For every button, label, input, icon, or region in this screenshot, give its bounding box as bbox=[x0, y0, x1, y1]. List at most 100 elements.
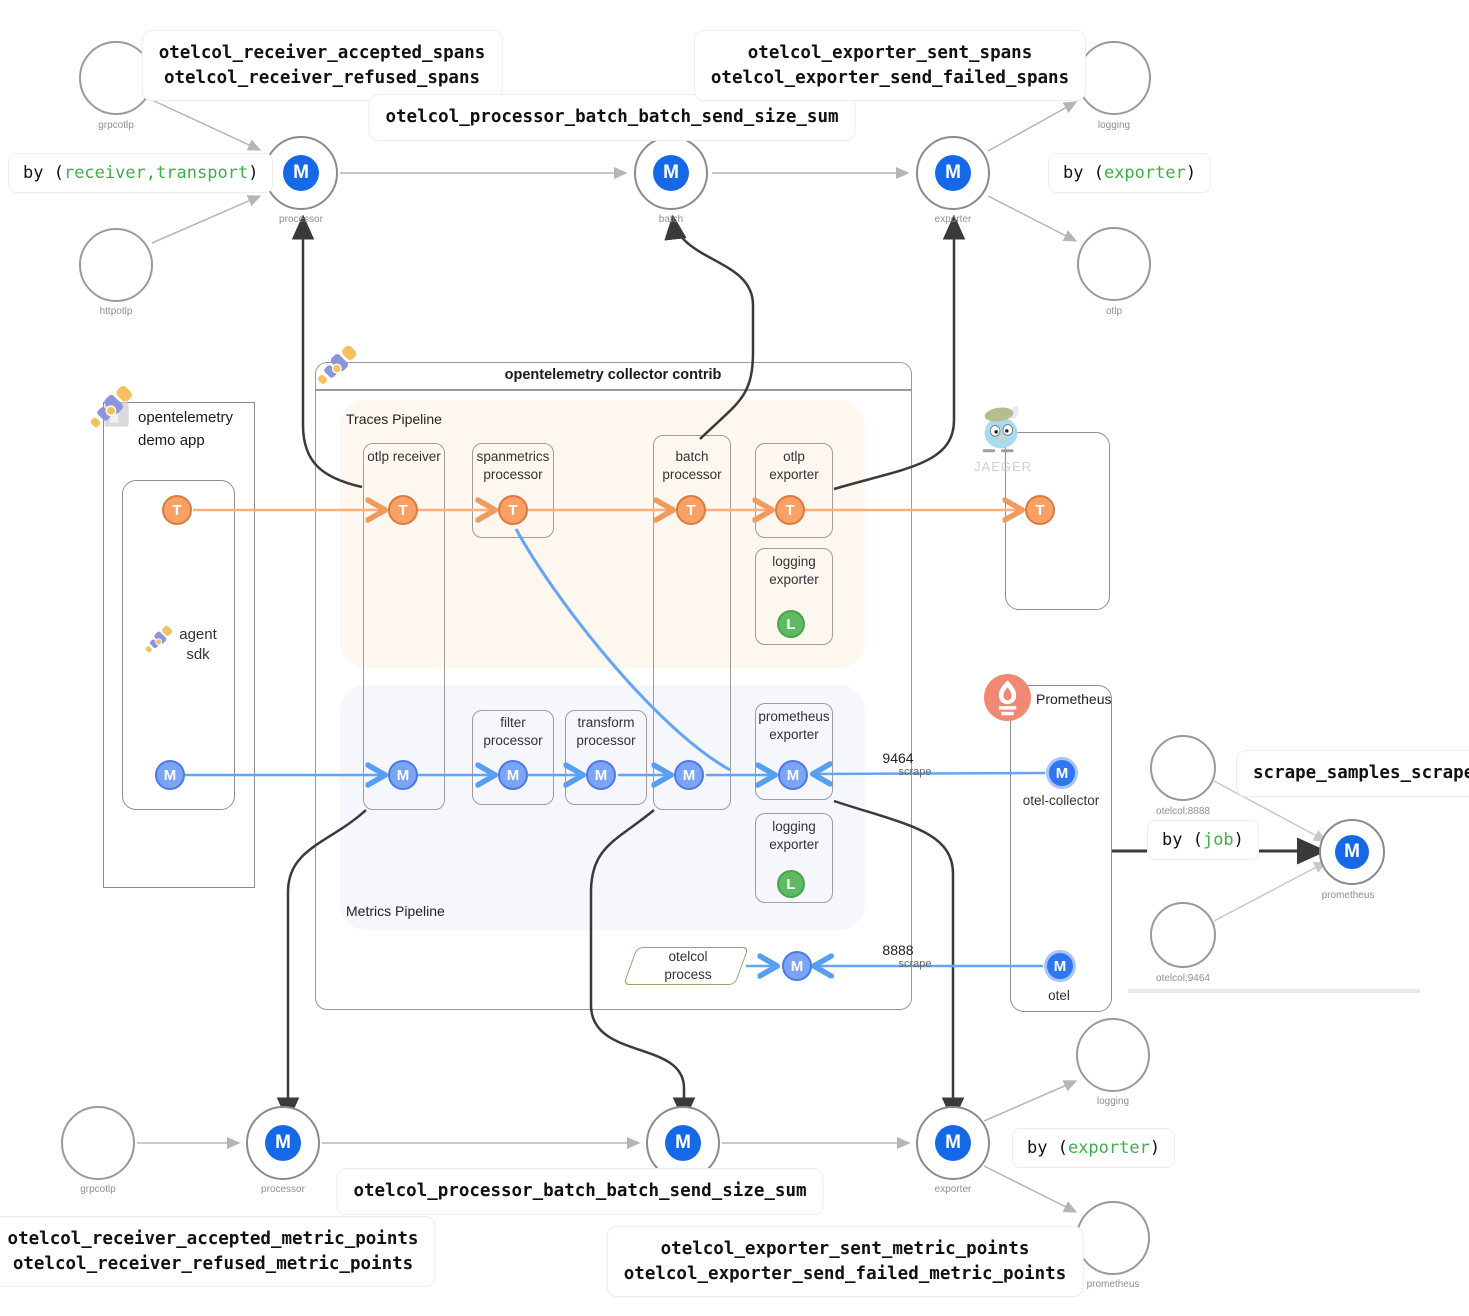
batch-metric-node-top: M bbox=[634, 136, 708, 210]
prometheus-exporter-metric-node: M bbox=[778, 760, 808, 790]
otlp-receiver-label: otlp receiver bbox=[367, 449, 441, 464]
metric-badge-icon: M bbox=[935, 1125, 971, 1161]
receiver-spans-metric-label: otelcol_receiver_accepted_spans otelcol_… bbox=[141, 30, 503, 101]
httpotlp-label: httpotlp bbox=[99, 306, 133, 317]
prometheus-node-label-right: prometheus bbox=[1321, 890, 1375, 901]
otlp-exporter-label: otlp exporter bbox=[769, 449, 819, 482]
prometheus-logo-icon bbox=[984, 674, 1031, 721]
exporter-label-bottom: exporter bbox=[934, 1184, 972, 1195]
demo-app-title: opentelemetry demo app bbox=[138, 409, 234, 449]
prometheus-box-title: Prometheus bbox=[1036, 691, 1112, 707]
demo-app-box bbox=[103, 402, 255, 888]
processor-points-metric-label: otelcol_processor_batch_batch_send_size_… bbox=[336, 1168, 824, 1215]
collector-contrib-title: opentelemetry collector contrib bbox=[504, 367, 722, 383]
otlp-label-top: otlp bbox=[1105, 306, 1123, 317]
otlp-exporter-trace-node: T bbox=[775, 495, 805, 525]
logging-circle-top bbox=[1077, 41, 1151, 115]
otel-collector-scrape-node: M bbox=[1046, 757, 1078, 789]
right-separator-line bbox=[1128, 989, 1420, 993]
demo-metric-node: M bbox=[155, 760, 185, 790]
otelcol-process-metric-node: M bbox=[782, 951, 812, 981]
grpcotlp-label-bottom: grpcotlp bbox=[80, 1184, 116, 1195]
logging-circle-bottom bbox=[1076, 1018, 1150, 1092]
spanmetrics-processor-label: spanmetrics processor bbox=[476, 449, 550, 482]
metric-badge-icon: M bbox=[283, 155, 319, 191]
exporter-points-metric-label: otelcol_exporter_sent_metric_points otel… bbox=[606, 1226, 1084, 1297]
jaeger-trace-node: T bbox=[1025, 495, 1055, 525]
otelcol-process-label: otelcol process bbox=[664, 949, 712, 982]
collector-title-divider bbox=[316, 389, 911, 391]
otlp-circle-top bbox=[1077, 227, 1151, 301]
exporter-metric-node-bottom: M bbox=[916, 1106, 990, 1180]
exporter-metric-node-top: M bbox=[916, 136, 990, 210]
port-8888-label: 8888 bbox=[882, 942, 914, 958]
spanmetrics-trace-node: T bbox=[498, 495, 528, 525]
filter-processor-box bbox=[472, 710, 554, 805]
otelcol-8888-label: otelcol:8888 bbox=[1156, 806, 1210, 817]
otlp-exporter-box bbox=[755, 443, 833, 538]
logging-label-bottom: logging bbox=[1096, 1096, 1130, 1107]
otel-label: otel bbox=[1048, 988, 1070, 1003]
grpcotlp-label-top: grpcotlp bbox=[98, 120, 134, 131]
otlp-receiver-trace-node: T bbox=[388, 495, 418, 525]
metric-badge-icon: M bbox=[1335, 835, 1369, 869]
logging-exporter-traces-log-node: L bbox=[777, 610, 805, 638]
logging-exporter-metrics-label: logging exporter bbox=[769, 819, 819, 852]
agent-sdk-box bbox=[122, 480, 235, 810]
logging-label-top: logging bbox=[1097, 120, 1131, 131]
port-9464-label: 9464 bbox=[882, 750, 914, 766]
filter-processor-label: filter processor bbox=[483, 715, 543, 748]
exporter-label-top: exporter bbox=[934, 214, 972, 225]
transform-processor-label: transform processor bbox=[576, 715, 636, 748]
prometheus-exporter-box bbox=[755, 703, 833, 800]
processor-metric-node-bottom: M bbox=[246, 1106, 320, 1180]
scrape-samples-metric-label: scrape_samples_scraped bbox=[1236, 750, 1469, 797]
traces-pipeline-title: Traces Pipeline bbox=[346, 411, 442, 427]
transform-processor-box bbox=[565, 710, 647, 805]
httpotlp-circle bbox=[79, 228, 153, 302]
processor-label-bottom: processor bbox=[261, 1184, 305, 1195]
jaeger-mascot-icon bbox=[972, 400, 1030, 458]
otel-collector-label: otel-collector bbox=[1022, 793, 1100, 808]
grpcotlp-circle-bottom bbox=[61, 1106, 135, 1180]
filter-processor-metric-node: M bbox=[498, 760, 528, 790]
scrape-9464-label: scrape bbox=[898, 766, 932, 778]
batch-processor-label: batch processor bbox=[662, 449, 722, 482]
metrics-pipeline-title: Metrics Pipeline bbox=[346, 903, 445, 919]
scrape-8888-label: scrape bbox=[898, 958, 932, 970]
prometheus-circle-bottom bbox=[1076, 1201, 1150, 1275]
otlp-receiver-metric-node: M bbox=[388, 760, 418, 790]
metric-badge-icon: M bbox=[265, 1125, 301, 1161]
exporter-spans-metric-label: otelcol_exporter_sent_spans otelcol_expo… bbox=[693, 30, 1087, 101]
batch-trace-node: T bbox=[676, 495, 706, 525]
otelcol-8888-circle bbox=[1150, 735, 1216, 801]
processor-label-top: processor bbox=[279, 214, 323, 225]
otlp-receiver-column bbox=[363, 443, 445, 810]
logging-exporter-metrics-box bbox=[755, 813, 833, 903]
batch-metric-node: M bbox=[674, 760, 704, 790]
by-exporter-label-bottom: by (exporter) bbox=[1012, 1128, 1176, 1168]
logging-exporter-traces-label: logging exporter bbox=[769, 554, 819, 587]
otelcol-9464-circle bbox=[1150, 902, 1216, 968]
prometheus-metric-node-right: M bbox=[1319, 819, 1385, 885]
spanmetrics-processor-box bbox=[472, 443, 554, 538]
by-receiver-transport-label: by (receiver,transport) bbox=[8, 153, 274, 193]
opentelemetry-logo-icon bbox=[310, 340, 362, 392]
demo-trace-node: T bbox=[162, 495, 192, 525]
processor-metric-node-top: M bbox=[264, 136, 338, 210]
by-exporter-label-top: by (exporter) bbox=[1048, 153, 1212, 193]
metric-badge-icon: M bbox=[935, 155, 971, 191]
collector-contrib-box bbox=[315, 362, 912, 1010]
receiver-points-metric-label: otelcol_receiver_accepted_metric_points … bbox=[0, 1216, 436, 1287]
jaeger-label: JAEGER bbox=[973, 459, 1033, 474]
by-job-label: by (job) bbox=[1147, 820, 1259, 860]
logging-exporter-traces-box bbox=[755, 548, 833, 645]
logging-exporter-metrics-log-node: L bbox=[777, 870, 805, 898]
transform-processor-metric-node: M bbox=[586, 760, 616, 790]
otelcol-9464-label: otelcol:9464 bbox=[1156, 973, 1210, 984]
metric-badge-icon: M bbox=[665, 1125, 701, 1161]
batch-label-top: batch bbox=[658, 214, 684, 225]
prometheus-box bbox=[1010, 685, 1112, 1012]
